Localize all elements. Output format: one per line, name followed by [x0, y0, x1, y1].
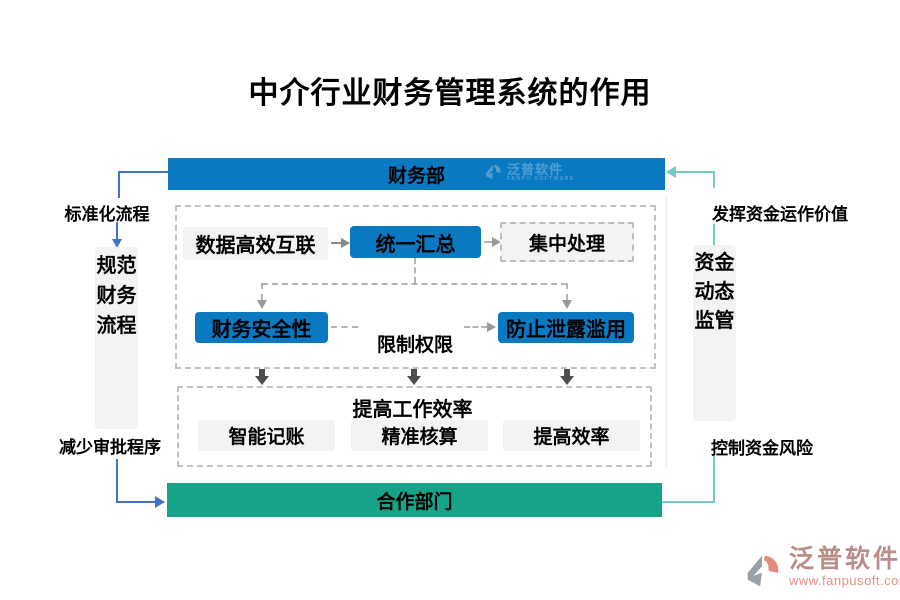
box-unified-summary-label: 统一汇总 — [375, 233, 456, 256]
standardize-finance-flow-box: 规范财务流程 — [95, 247, 138, 429]
right-connector-bottom-h — [662, 501, 715, 503]
right-connector-bottom-v — [713, 456, 715, 503]
finance-department-label: 财务部 — [387, 165, 445, 187]
down-arrow-icon — [411, 369, 417, 376]
fanpu-logo-icon — [747, 555, 779, 587]
box-accurate-accounting: 精准核算 — [351, 420, 488, 451]
watermark-subtext: FANPU SOFTWARE — [507, 175, 575, 182]
left-connector-bottom-h — [116, 501, 156, 503]
footer-logo-name: 泛普软件 — [789, 545, 900, 573]
box-financial-security: 财务安全性 — [195, 312, 328, 343]
reduce-approval-label: 减少审批程序 — [59, 438, 161, 457]
box-accurate-accounting-label: 精准核算 — [381, 427, 458, 448]
arrow-down-icon — [112, 239, 122, 248]
left-connector-bottom-v — [116, 459, 118, 503]
box-financial-security-label: 财务安全性 — [211, 319, 312, 341]
down-arrow-icon — [259, 369, 265, 376]
faint-divider — [666, 196, 667, 468]
right-link-v — [713, 224, 715, 246]
fund-dynamic-monitor-box: 资金动态监管 — [693, 245, 736, 421]
arrow-left-icon — [666, 166, 676, 178]
box-centralized-processing: 集中处理 — [500, 222, 634, 262]
finance-department-bar: 财务部 泛普软件 FANPU SOFTWARE — [168, 158, 665, 190]
box-centralized-processing-label: 集中处理 — [528, 233, 605, 255]
arrow-down-icon — [562, 300, 572, 309]
left-connector-top-h — [118, 171, 168, 173]
box-data-interlink: 数据高效互联 — [183, 227, 328, 260]
leverage-funds-label: 发挥资金运作价值 — [712, 205, 848, 224]
down-arrow-icon — [564, 369, 570, 376]
box-unified-summary: 统一汇总 — [350, 226, 481, 258]
fanpu-logo-icon — [486, 164, 501, 180]
box-smart-bookkeeping: 智能记账 — [198, 420, 335, 451]
right-connector-top-h — [675, 171, 715, 173]
box-prevent-leak-label: 防止泄露滥用 — [506, 319, 626, 341]
connector-branch — [262, 283, 567, 285]
limit-permissions-label: 限制权限 — [376, 335, 453, 356]
cooperation-department-bar: 合作部门 — [167, 483, 662, 517]
box-smart-bookkeeping-label: 智能记账 — [228, 427, 305, 448]
cooperation-department-label: 合作部门 — [376, 491, 453, 513]
dashed-arrow-right-icon — [492, 237, 501, 247]
standardized-process-label: 标准化流程 — [64, 205, 150, 224]
connector-left-drop — [261, 283, 263, 300]
footer-logo: 泛普软件 www.fanpusoft.com — [741, 546, 900, 588]
connector-right-drop — [566, 283, 568, 300]
left-arrow-line — [116, 222, 118, 240]
arrow-down-icon — [257, 300, 267, 309]
dashed-arrow-line-row1 — [484, 241, 493, 243]
right-connector-top-v — [713, 171, 715, 188]
watermark: 泛普软件 FANPU SOFTWARE — [483, 162, 575, 182]
dashed-link-left — [331, 326, 358, 328]
down-arrow-icon — [407, 376, 421, 385]
efficiency-title: 提高工作效率 — [352, 399, 473, 421]
watermark-text: 泛普软件 — [507, 161, 564, 177]
down-arrow-icon — [255, 376, 269, 385]
page-title: 中介行业财务管理系统的作用 — [248, 77, 652, 110]
arrow-right-icon — [155, 496, 165, 508]
arrow-line-row1 — [331, 242, 342, 244]
down-arrow-icon — [560, 376, 574, 385]
box-improve-efficiency-label: 提高效率 — [533, 427, 610, 448]
connector-down — [414, 258, 416, 283]
dashed-arrow-right-icon — [487, 322, 496, 332]
dashed-arrow-line-row2 — [464, 326, 487, 328]
box-improve-efficiency: 提高效率 — [503, 420, 640, 451]
box-data-interlink-label: 数据高效互联 — [195, 235, 316, 257]
box-prevent-leak: 防止泄露滥用 — [498, 312, 634, 343]
control-fund-risk-label: 控制资金风险 — [711, 439, 813, 458]
footer-logo-url: www.fanpusoft.com — [789, 573, 900, 588]
arrow-right-icon — [341, 238, 350, 248]
left-connector-top-v — [118, 171, 120, 198]
